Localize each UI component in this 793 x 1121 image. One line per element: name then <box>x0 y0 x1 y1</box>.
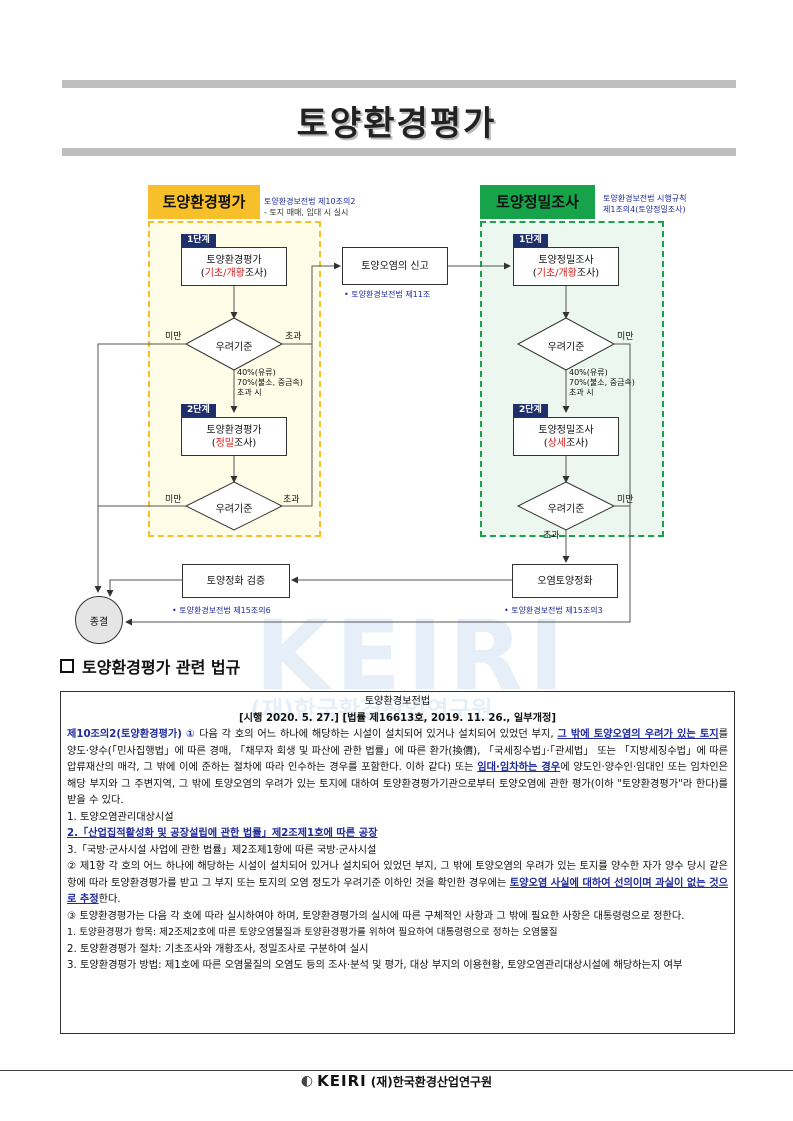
left-exceed-label-1: 초과 <box>285 332 302 342</box>
soil-assessment-header: 토양환경평가 <box>148 185 260 219</box>
law-sub-3: 3. 토양환경평가 방법: 제1호에 따른 오염물질의 오염도 등의 조사·분석… <box>67 960 683 971</box>
law-item-2: 2.「산업집적활성화 및 공장설립에 관한 법률」제2조제1호에 따른 공장 <box>67 828 378 839</box>
law-paragraph-2: ② 제1항 각 호의 어느 하나에 해당하는 시설이 설치되어 있거나 설치되어… <box>67 861 728 905</box>
left-stage1-box: 토양환경평가 (기초/개황조사) <box>181 247 287 286</box>
law-item-1: 1. 토양오염관리대상시설 <box>67 811 174 823</box>
flow-connectors <box>94 262 631 626</box>
right-decision-2-label: 우려기준 <box>547 504 585 515</box>
section-heading: 토양환경평가 관련 법규 <box>60 654 240 678</box>
keiri-logo-icon: ◐ <box>300 1073 314 1089</box>
left-below-label-1: 미만 <box>165 332 182 342</box>
left-below-label-2: 미만 <box>165 495 182 505</box>
right-threshold-note: 40%(유류) 70%(불소, 중금속) 초과 시 <box>569 368 635 397</box>
footer-logo: KEIRI <box>317 1072 367 1090</box>
contamination-report-box: 토양오염의 신고 <box>342 247 448 285</box>
left-decision-1 <box>184 317 284 371</box>
right-decision-2 <box>516 481 616 531</box>
right-below-label-2: 미만 <box>617 495 634 505</box>
page-title: 토양환경평가 <box>296 104 497 144</box>
remediation-verification-box: 토양정화 검증 <box>182 564 290 598</box>
end-node: 종결 <box>75 596 123 644</box>
right-exceed-label-2: 초과 <box>543 531 560 541</box>
footer-org: (재)한국환경산업연구원 <box>370 1074 493 1089</box>
left-stage2-box: 토양환경평가 (정밀조사) <box>181 417 287 456</box>
left-step1-label: 1단계 <box>181 234 216 247</box>
remediation-verification-ref: • 토양환경보전법 제15조의6 <box>172 606 271 615</box>
left-decision-2 <box>184 481 284 531</box>
left-decision-2-label: 우려기준 <box>215 504 253 515</box>
left-decision-1-label: 우려기준 <box>215 342 253 353</box>
right-decision-1-label: 우려기준 <box>547 342 585 353</box>
soil-remediation-ref: • 토양환경보전법 제15조의3 <box>504 606 603 615</box>
watermark-name: (재)한국환경산업연구원 <box>250 696 493 724</box>
left-threshold-note: 40%(유류) 70%(불소, 중금속) 초과 시 <box>237 368 303 397</box>
law-sub-2: 2. 토양환경평가 절차: 기초조사와 개황조사, 정밀조사로 구분하여 실시 <box>67 943 369 955</box>
top-rule <box>62 80 736 88</box>
law-title: 토양환경보전법 <box>364 696 431 707</box>
left-step2-label: 2단계 <box>181 404 216 417</box>
soil-investigation-law-note: 토양환경보전법 시행규칙 제1조의4(토양정밀조사) <box>603 194 687 214</box>
contamination-report-ref: • 토양환경보전법 제11조 <box>344 290 431 299</box>
law-subtitle: [시행 2020. 5. 27.] [법률 제16613호, 2019. 11.… <box>239 712 556 724</box>
footer-rule <box>0 1070 793 1071</box>
soil-investigation-area <box>480 221 664 537</box>
right-stage2-box: 토양정밀조사 (상세조사) <box>513 417 619 456</box>
soil-assessment-law-note: 토양환경보전법 제10조의2 - 토지 매매, 임대 시 실시 <box>264 197 356 217</box>
right-decision-1 <box>516 317 616 371</box>
section-title-text: 토양환경평가 관련 법규 <box>82 658 241 677</box>
right-step2-label: 2단계 <box>513 404 548 417</box>
watermark-logo: KEIRI <box>255 600 571 712</box>
law-sub-1: 1. 토양환경평가 항목: 제2조제2호에 따른 토양오염물질과 토양환경평가를… <box>67 927 558 938</box>
right-stage1-box: 토양정밀조사 (기초/개황조사) <box>513 247 619 286</box>
right-below-label-1: 미만 <box>617 332 634 342</box>
title-bottom-rule <box>62 148 736 156</box>
soil-investigation-header: 토양정밀조사 <box>480 185 595 219</box>
left-exceed-label-2: 초과 <box>283 495 300 505</box>
right-step1-label: 1단계 <box>513 234 548 247</box>
footer: ◐ KEIRI (재)한국환경산업연구원 <box>0 1072 793 1090</box>
law-text-box: 토양환경보전법 [시행 2020. 5. 27.] [법률 제16613호, 2… <box>60 691 735 1034</box>
checkbox-square-icon <box>60 659 74 673</box>
soil-remediation-box: 오염토양정화 <box>512 564 618 598</box>
law-item-3: 3.「국방·군사시설 사업에 관한 법률」제2조제1항에 따른 국방·군사시설 <box>67 844 377 856</box>
law-paragraph-3: ③ 토양환경평가는 다음 각 호에 따라 실시하여야 하며, 토양환경평가의 실… <box>67 910 685 922</box>
law-paragraph-1: 제10조의2(토양환경평가) ① 다음 각 호의 어느 하나에 해당하는 시설이… <box>67 729 728 806</box>
